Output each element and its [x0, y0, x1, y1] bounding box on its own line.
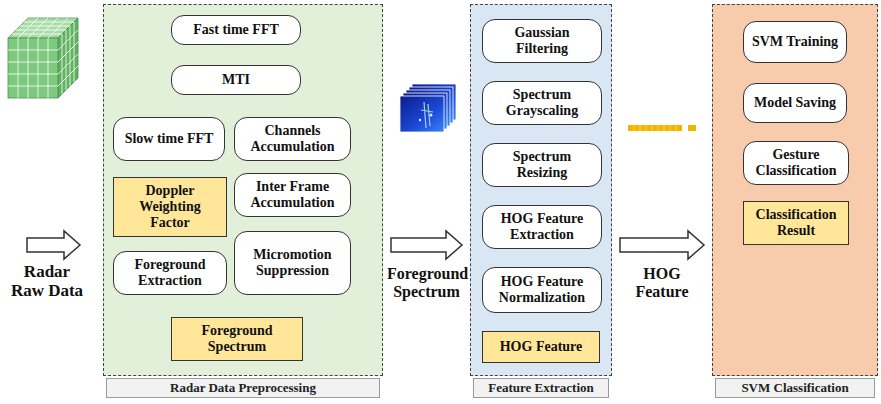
hog-feature-vector — [628, 125, 696, 131]
process-box: Slow time FFT — [113, 117, 225, 161]
input-arrow — [27, 231, 80, 259]
panel-caption: Radar Data Preprocessing — [106, 378, 380, 398]
box-label: HOG Feature Normalization — [489, 274, 595, 306]
box-label: Spectrum Grayscaling — [489, 87, 595, 119]
box-label: Inter Frame Accumulation — [241, 179, 344, 211]
process-box: Gesture Classification — [743, 141, 849, 185]
process-box: HOG Feature Normalization — [482, 267, 602, 313]
box-label: HOG Feature Extraction — [489, 211, 595, 243]
process-box: Channels Accumulation — [234, 117, 351, 161]
box-label: Foreground Spectrum — [178, 323, 296, 355]
flow-arrow — [391, 231, 462, 259]
flow-label: Foreground Spectrum — [387, 265, 466, 301]
stage-panel: Fast time FFT MTI Slow time FFT Channels Ac… — [103, 4, 383, 376]
process-box: Spectrum Grayscaling — [482, 81, 602, 125]
panel-caption: Feature Extraction — [473, 378, 609, 398]
box-label: Spectrum Resizing — [489, 149, 595, 181]
box-label: Slow time FFT — [125, 131, 214, 147]
process-box: SVM Training — [743, 21, 847, 63]
process-box: Gaussian Filtering — [482, 19, 602, 63]
box-label: SVM Training — [752, 34, 838, 50]
spectrum-stack — [400, 84, 456, 132]
process-box: MTI — [171, 65, 301, 95]
flow-label: HOG Feature — [616, 265, 708, 301]
box-label: Channels Accumulation — [241, 123, 344, 155]
box-label: Gaussian Filtering — [489, 25, 595, 57]
flow-arrow — [620, 231, 704, 259]
stage-label: Radar Raw Data — [6, 262, 88, 300]
box-label: Model Saving — [754, 95, 836, 111]
output-box: HOG Feature — [482, 331, 600, 363]
process-box: HOG Feature Extraction — [482, 205, 602, 249]
box-label: MTI — [222, 72, 250, 88]
output-box: Classification Result — [743, 201, 849, 245]
process-box: Spectrum Resizing — [482, 143, 602, 187]
box-label: Gesture Classification — [750, 147, 842, 179]
process-box: Foreground Extraction — [113, 251, 227, 295]
panel-caption: SVM Classification — [715, 378, 875, 398]
box-label: Classification Result — [750, 207, 842, 239]
box-label: Doppler Weighting Factor — [120, 183, 220, 231]
process-box: Model Saving — [743, 83, 847, 123]
process-box: Micromotion Suppression — [234, 231, 351, 295]
box-label: Micromotion Suppression — [241, 247, 344, 279]
box-label: HOG Feature — [500, 339, 583, 355]
output-box: Foreground Spectrum — [171, 317, 303, 361]
process-box: Inter Frame Accumulation — [234, 173, 351, 217]
output-box: Doppler Weighting Factor — [113, 177, 227, 237]
box-label: Fast time FFT — [193, 22, 279, 38]
process-box: Fast time FFT — [171, 15, 301, 45]
box-label: Foreground Extraction — [120, 257, 220, 289]
stage-panel: SVM TrainingModel SavingGesture Classifi… — [712, 4, 878, 376]
radar-data-cube — [8, 18, 78, 98]
stage-panel: Gaussian FilteringSpectrum GrayscalingSp… — [470, 4, 612, 376]
